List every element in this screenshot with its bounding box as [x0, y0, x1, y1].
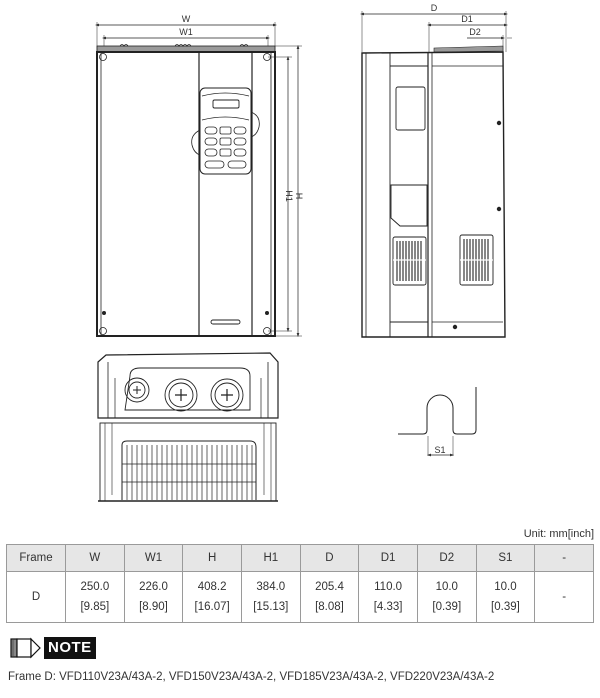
cell-d1: 110.0 [4.33]	[358, 571, 418, 623]
value-mm: 226.0	[139, 581, 168, 593]
header-blank: -	[534, 544, 594, 572]
cell-blank: -	[534, 571, 594, 623]
value-inch: [8.90]	[139, 601, 168, 613]
front-view	[94, 22, 302, 338]
value-mm: 10.0	[435, 581, 458, 593]
label-s1: S1	[434, 445, 445, 455]
side-view	[359, 11, 512, 338]
cell-h1: 384.0 [15.13]	[240, 571, 301, 623]
dimension-drawings: W W1 H1 H	[94, 3, 512, 502]
label-h1: H1	[284, 190, 294, 202]
cell-w1: 226.0 [8.90]	[123, 571, 184, 623]
slot-detail-view	[398, 387, 477, 457]
header-d1: D1	[358, 544, 418, 572]
header-d: D	[299, 544, 360, 572]
header-s1: S1	[475, 544, 536, 572]
cell-d2: 10.0 [0.39]	[416, 571, 477, 623]
table-row: D 250.0 [9.85] 226.0 [8.90] 408.2 [16.07] 3…	[6, 571, 594, 623]
value-inch: [9.85]	[80, 601, 110, 613]
value-mm: 250.0	[80, 581, 110, 593]
value-mm: 384.0	[256, 581, 286, 593]
value-inch: [0.39]	[432, 601, 462, 613]
value-inch: [0.39]	[491, 601, 520, 613]
header-frame: Frame	[6, 544, 66, 572]
dimension-table: Frame W W1 H H1 D D1 D2 S1 - D 250.0 [9.8…	[6, 544, 594, 623]
value-inch: [4.33]	[373, 601, 403, 613]
cell-h: 408.2 [16.07]	[182, 571, 242, 623]
value-mm: 408.2	[197, 581, 227, 593]
value-mm: 110.0	[374, 581, 403, 593]
cell-w: 250.0 [9.85]	[65, 571, 125, 623]
bottom-view	[97, 352, 279, 502]
note-label: NOTE	[44, 637, 96, 659]
note-text: Frame D: VFD110V23A/43A-2, VFD150V23A/43…	[8, 671, 495, 683]
value-inch: [8.08]	[315, 601, 344, 613]
label-h: H	[294, 193, 304, 200]
header-w1: W1	[123, 544, 184, 572]
label-w1: W1	[179, 27, 193, 37]
value-inch: [15.13]	[253, 601, 289, 613]
unit-note: Unit: mm[inch]	[523, 528, 594, 540]
header-h1: H1	[240, 544, 301, 572]
header-w: W	[65, 544, 125, 572]
note-badge: NOTE	[10, 636, 96, 660]
cell-s1: 10.0 [0.39]	[475, 571, 536, 623]
value-mm: 205.4	[315, 581, 344, 593]
label-d: D	[431, 3, 438, 13]
cell-frame: D	[6, 571, 66, 623]
value-mm: 10.0	[494, 581, 517, 593]
cell-d: 205.4 [8.08]	[299, 571, 360, 623]
header-d2: D2	[416, 544, 477, 572]
label-d1: D1	[461, 14, 473, 24]
value-inch: [16.07]	[194, 601, 230, 613]
label-d2: D2	[469, 27, 481, 37]
label-w: W	[182, 14, 191, 24]
pencil-icon	[10, 637, 41, 659]
header-h: H	[182, 544, 242, 572]
table-header-row: Frame W W1 H H1 D D1 D2 S1 -	[6, 544, 594, 572]
